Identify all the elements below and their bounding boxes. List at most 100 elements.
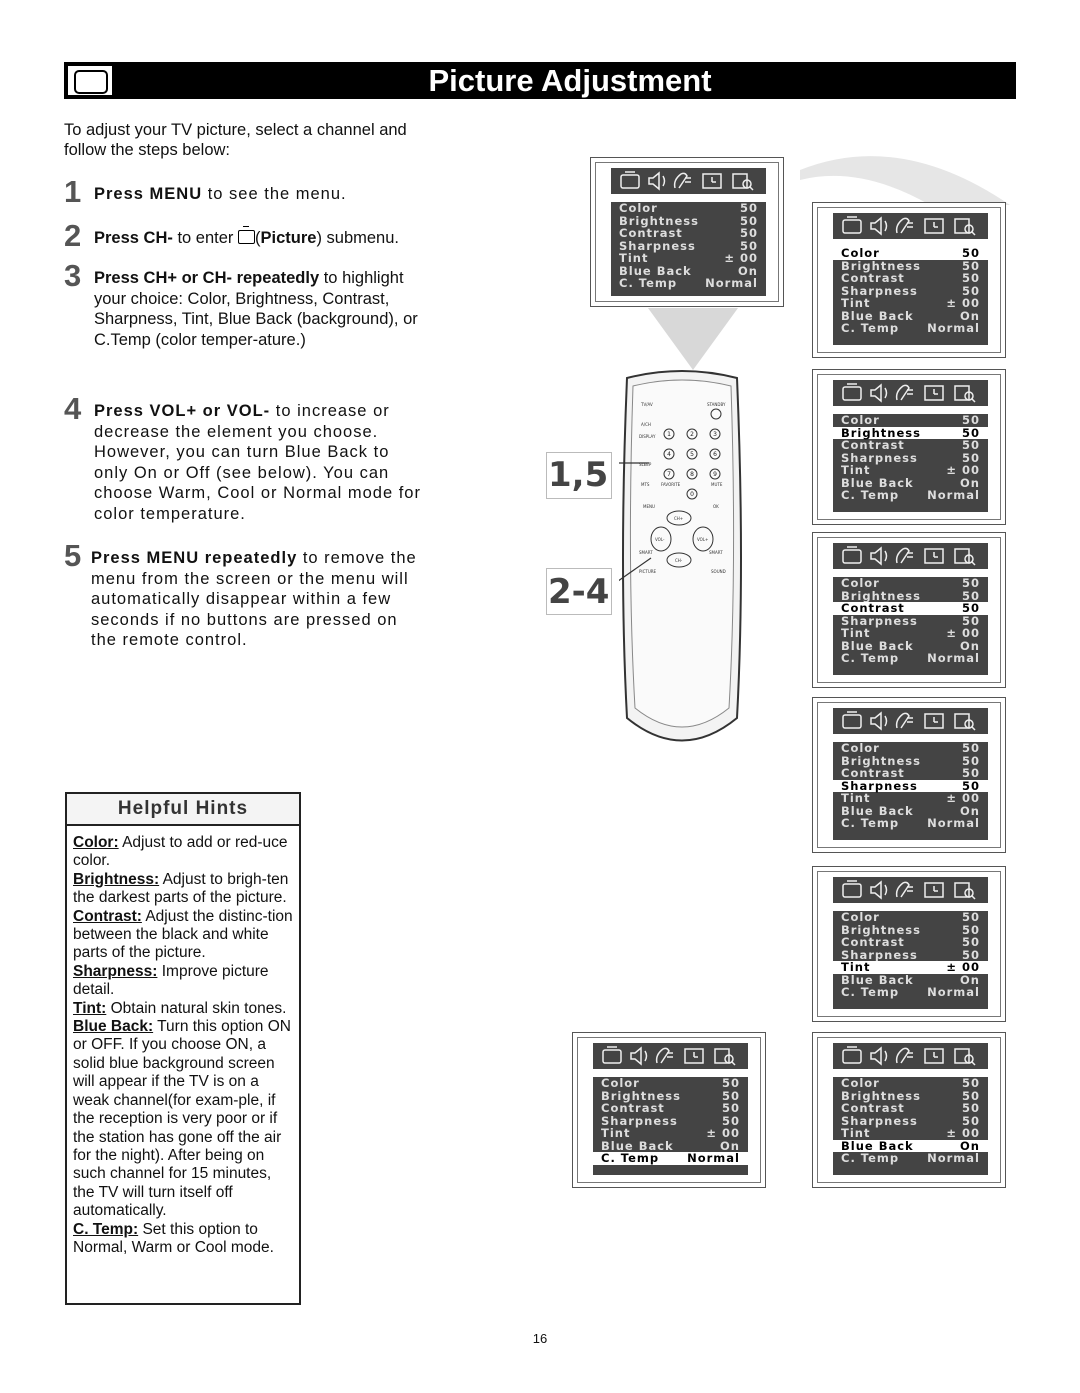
menu-row-label: Color [841,1076,880,1090]
step-text: to highlight your choice: Color, Brightn… [94,269,418,349]
svg-text:6: 6 [713,451,717,458]
menu-row-value: ± 00 [946,626,980,640]
step-text: submenu. [321,229,399,247]
menu-row-value: ± 00 [946,960,980,974]
svg-text:VOL+: VOL+ [697,537,708,542]
menu-row-label: Contrast [841,766,905,780]
menu-row-label: Sharpness [841,947,918,962]
menu-row-blue-back: Blue Back On [593,1138,748,1153]
menu-row-value: 50 [961,413,980,427]
hint-term: C. Temp: [73,1220,139,1238]
menu-row-value: On [960,972,980,987]
menu-row-value: ± 00 [946,1126,980,1140]
hints-body: Color: Adjust to add or red-uce color. B… [67,826,299,1257]
menu-row-label: Tint [841,296,871,310]
svg-text:5: 5 [690,451,694,458]
menu-row-tint: Tint± 00 [611,252,766,265]
svg-text:SOUND: SOUND [711,569,726,574]
menu-row-label: C. Temp [841,321,900,335]
step-action: Press VOL+ or VOL- [94,402,271,420]
menu-row-label: Contrast [841,601,905,615]
step-5: 5 Press MENU repeatedly to remove the me… [64,540,424,651]
svg-text:SLEEP: SLEEP [639,462,652,467]
step-action: Press MENU [94,185,203,203]
hint-text: Adjust to add or red-uce color. [73,834,288,870]
step-text: to see the menu. [202,185,347,203]
menu-icons-bar [842,1046,976,1066]
menu-row-value: ± 00 [946,791,980,805]
svg-text:7: 7 [667,471,671,478]
svg-text:4: 4 [667,451,671,458]
svg-text:0: 0 [690,491,694,498]
menu-row-label: Sharpness [841,450,918,465]
menu-row-value: ± 00 [724,251,758,265]
menu-row-value: 50 [961,576,980,590]
menu-row-value: 50 [961,935,980,949]
step-label-frame [546,452,612,499]
menu-row-label: C. Temp [841,651,900,665]
menu-row-value: 50 [961,425,980,440]
hint-blue-back: Blue Back: Turn this option ON or OFF. I… [73,1018,293,1220]
menu-row-value: 50 [961,1113,980,1128]
menu-row-label: Contrast [841,1101,905,1115]
step-1: 1 Press MENU to see the menu. [64,176,424,206]
menu-row-label: Blue Back [601,1138,674,1153]
menu-row-value: On [720,1138,740,1153]
menu-row-label: Contrast [841,935,905,949]
step-text: to increase or decrease the element you … [94,402,421,523]
menu-row-value: Normal [927,651,980,665]
menu-row-value: 50 [961,1088,980,1103]
menu-row-label: C. Temp [841,1151,900,1165]
menu-row-label: C. Temp [841,985,900,999]
menu-row-value: 50 [721,1113,740,1128]
menu-row-value: 50 [961,922,980,937]
hint-text: Set this option to Normal, Warm or Cool … [73,1220,274,1256]
menu-row-brightness: Brightness 50 [833,922,988,937]
page-title: Picture Adjustment [428,63,712,98]
menu-row-value: 50 [961,601,980,615]
svg-text:FAVORITE: FAVORITE [661,482,681,487]
svg-text:PICTURE: PICTURE [639,569,657,574]
svg-text:CH-: CH- [675,558,683,563]
step-number: 2 [64,218,82,253]
menu-row-label: C. Temp [601,1151,660,1165]
menu-row-value: 50 [961,438,980,452]
menu-row-label: Tint [841,960,871,974]
menu-row-label: Color [841,576,880,590]
menu-row-value: On [738,263,758,278]
hint-c-temp: C. Temp: Set this option to Normal, Warm… [73,1221,293,1258]
menu-row-label: Color [601,1076,640,1090]
callout-graphics [648,156,1010,370]
menu-row-c-temp: C. Temp Normal [833,652,988,665]
menu-row-value: 50 [961,613,980,628]
step-action: Press MENU repeatedly [91,549,298,567]
menu-row-value: Normal [927,488,980,502]
menu-row-value: 50 [961,1076,980,1090]
menu-row-value: 50 [961,766,980,780]
hint-term: Tint: [73,999,107,1017]
svg-text:2: 2 [690,431,694,438]
hint-term: Sharpness: [73,962,158,980]
menu-row-label: Contrast [619,226,683,240]
menu-row-label: Sharpness [841,778,918,793]
menu-row-label: Brightness [841,922,921,937]
menu-row-label: Brightness [841,753,921,768]
